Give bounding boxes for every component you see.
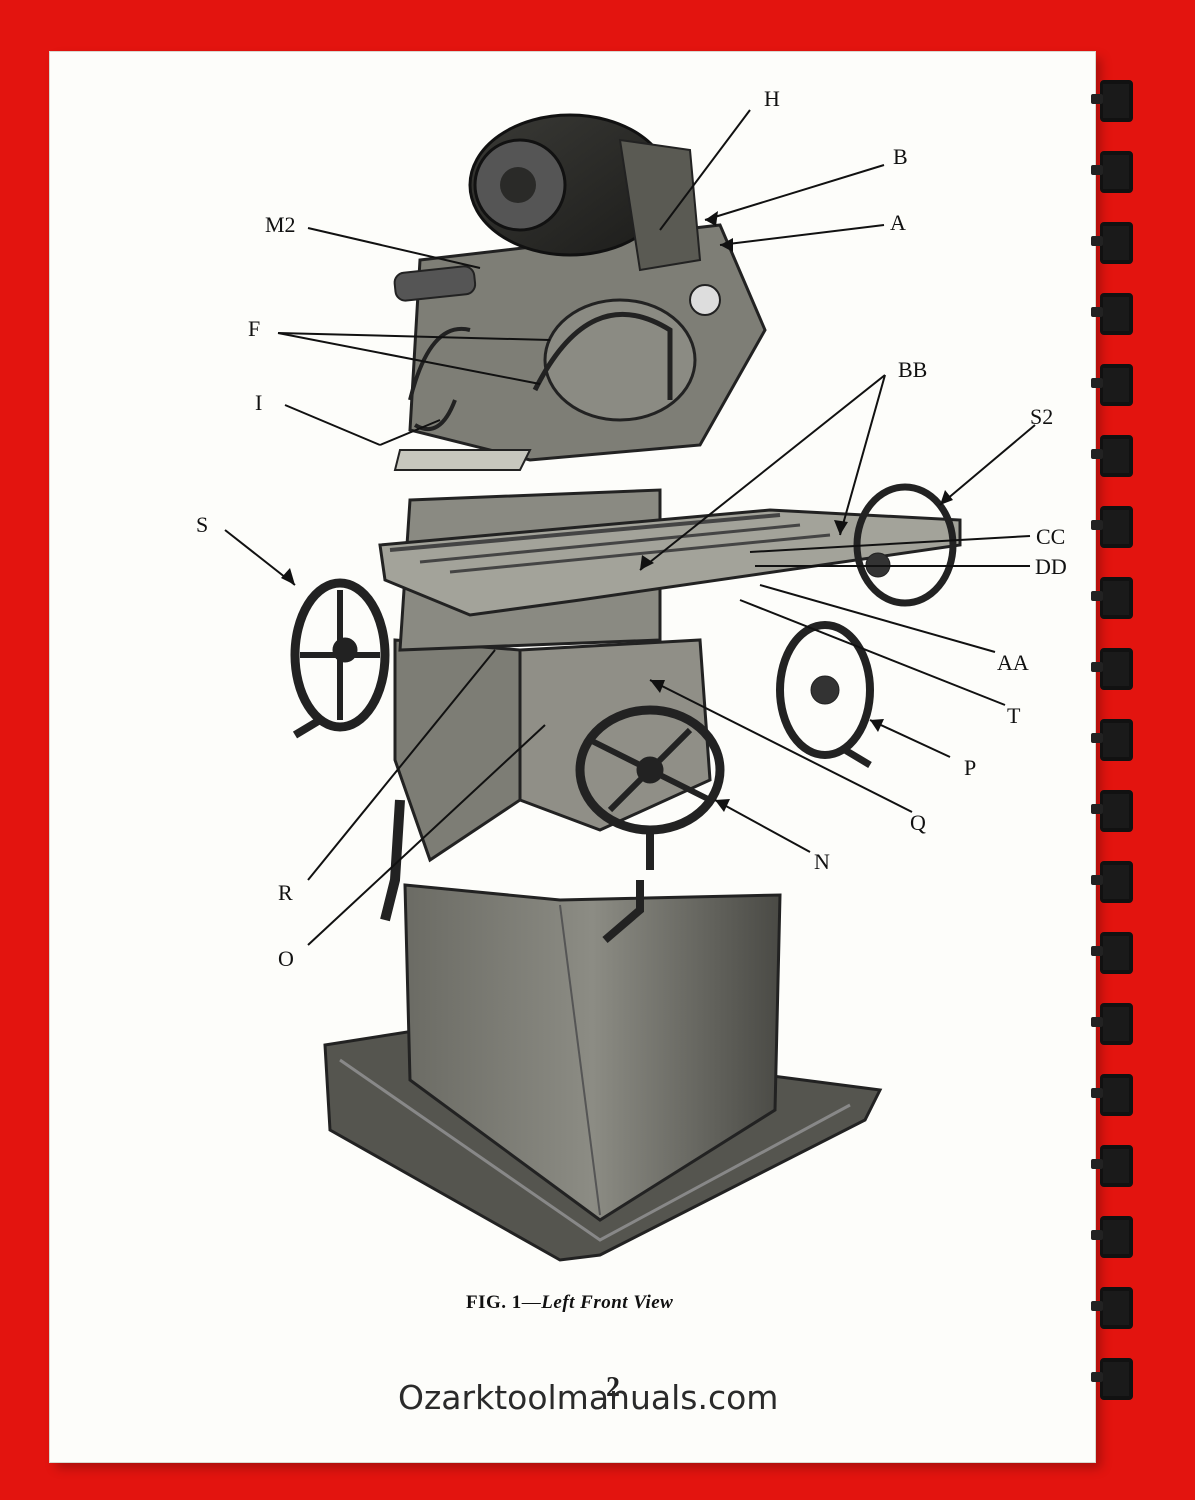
callout-b: B <box>893 144 908 169</box>
machine-knee <box>393 638 522 863</box>
binding-ring <box>1091 435 1133 477</box>
callout-f: F <box>248 316 261 341</box>
callout-q: Q <box>910 810 926 835</box>
callout-r: R <box>278 880 293 905</box>
binding-ring <box>1091 506 1133 548</box>
caption-title: Left Front View <box>541 1292 674 1313</box>
binding-ring <box>1091 648 1133 690</box>
callout-h: H <box>764 86 780 111</box>
machine-column <box>403 883 782 1222</box>
binding-ring <box>1091 790 1133 832</box>
callout-dd: DD <box>1035 554 1067 579</box>
binding-ring <box>1091 222 1133 264</box>
binding-ring <box>1091 932 1133 974</box>
handwheel-p <box>776 621 874 769</box>
callout-i: I <box>255 390 263 415</box>
callout-m2: M2 <box>265 212 296 237</box>
binding-ring <box>1091 719 1133 761</box>
binding-ring <box>1091 1216 1133 1258</box>
callout-aa: AA <box>997 650 1029 675</box>
watermark: Ozarktoolmanuals.com <box>398 1378 779 1417</box>
binding-ring <box>1091 1074 1133 1116</box>
handwheel-s <box>290 578 390 739</box>
callout-t: T <box>1007 703 1021 728</box>
spiral-binding <box>1091 70 1140 1420</box>
caption-prefix: FIG. 1 <box>466 1292 522 1313</box>
callout-s2: S2 <box>1030 404 1054 429</box>
binding-ring <box>1091 1358 1133 1400</box>
callout-cc: CC <box>1036 524 1066 549</box>
caption-dash: — <box>521 1292 542 1313</box>
callout-s: S <box>196 512 209 537</box>
callout-bb: BB <box>898 357 928 382</box>
binding-ring <box>1091 293 1133 335</box>
binding-ring <box>1091 1287 1133 1329</box>
binding-ring <box>1091 577 1133 619</box>
page-number: 2 <box>606 1372 620 1403</box>
callout-p: P <box>964 755 977 780</box>
callout-a: A <box>890 210 906 235</box>
binding-ring <box>1091 861 1133 903</box>
binding-ring <box>1091 80 1133 122</box>
binding-ring <box>1091 151 1133 193</box>
binding-ring <box>1091 364 1133 406</box>
figure-caption: FIG. 1—Left Front View <box>466 1292 673 1314</box>
callout-n: N <box>814 849 830 874</box>
handwheel-n <box>575 705 725 870</box>
callout-o: O <box>278 946 294 971</box>
binding-ring <box>1091 1145 1133 1187</box>
binding-ring <box>1091 1003 1133 1045</box>
